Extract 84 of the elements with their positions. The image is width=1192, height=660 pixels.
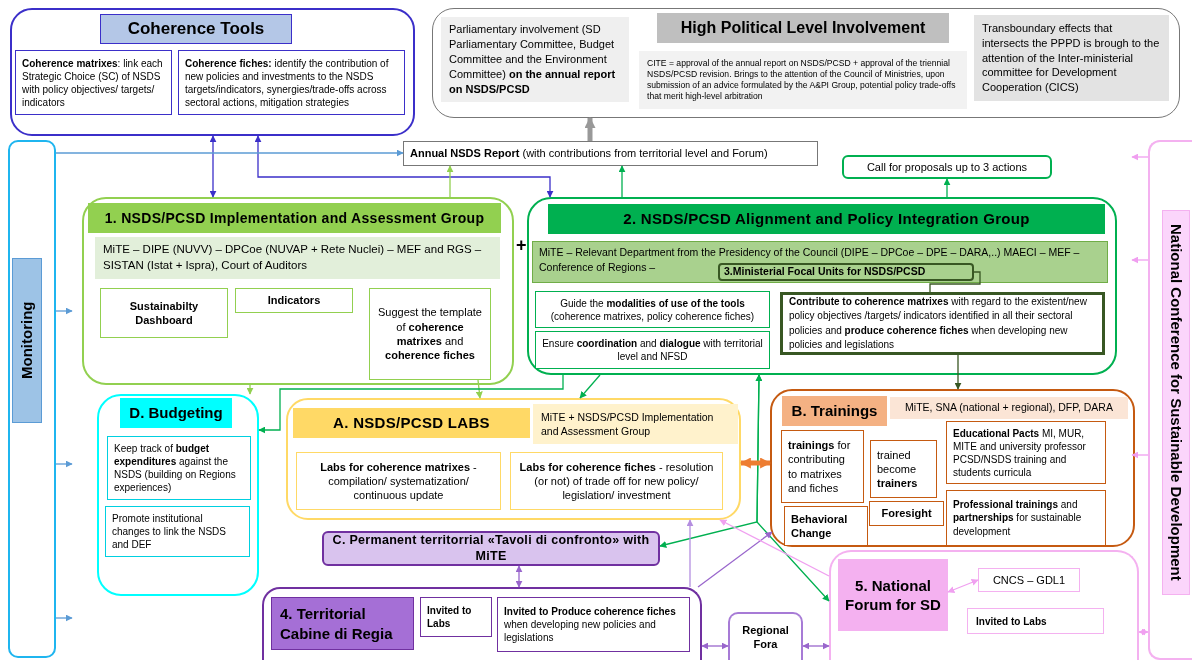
arrow — [579, 374, 601, 399]
arrow — [446, 165, 454, 198]
arrow — [254, 135, 554, 198]
arrow — [701, 642, 729, 650]
text-box: Invited to Labs — [420, 597, 492, 637]
text-box: Keep track of budget expenditures against the NSDS (building on Regions experiences) — [107, 436, 251, 500]
arrow — [1131, 153, 1149, 161]
text-box: Foresight — [869, 501, 944, 526]
text-box: Promote institutional changes to link the NSDS and DEF — [105, 506, 250, 557]
arrow — [584, 116, 596, 141]
panel-heading: B. Trainings — [782, 396, 887, 426]
text-box: Ensure coordination and dialogue with territorial level and NFSD — [535, 331, 770, 369]
member-list: MiTE – DIPE (NUVV) – DPCoe (NUVAP + Rete Nuclei) – MEF and RGS – SISTAN (Istat + Ispra), Court of Auditors — [95, 237, 500, 279]
arrow — [209, 135, 217, 198]
text-box: Call for proposals up to 3 actions — [842, 155, 1052, 179]
text-box: Annual NSDS Report (with contributions from territorial level and Forum) — [403, 141, 818, 166]
arrow — [55, 614, 73, 622]
political-panel — [432, 8, 1180, 118]
arrow — [686, 519, 694, 588]
text-box: Sustainabilty Dashboard — [100, 288, 228, 338]
text-block: Transboundary effects that intersects the PPPD is brough to the attention of the Inter-ministerial committee for Development Cooperation (CICS) — [974, 15, 1169, 101]
tools-panel — [10, 8, 415, 136]
panel-heading: High Political Level Involvement — [657, 13, 949, 43]
labs-panel — [286, 398, 741, 520]
text-box: Guide the modalities of use of the tools (coherence matrixes, policy coherence fiches) — [535, 291, 770, 328]
arrow — [1131, 451, 1149, 459]
text-block: CITE = approval of the annual report on NSDS/PCSD + approval of the triennial NSDS/PCSD revision. Brings to the attention of the Council of Ministries, upon submission of an advice formulated by the A&PI Group, potential policy trade-offs that merit high-level arbitration — [639, 51, 967, 109]
text-box: Suggest the template of coherence matrixes and coherence fiches — [369, 288, 491, 380]
text-box: Regional Fora — [728, 612, 803, 660]
member-list: MiTE, SNA (national + regional), DFP, DARA — [890, 397, 1128, 419]
vertical-label: Monitoring — [12, 258, 42, 423]
arrow — [246, 384, 254, 395]
panel-heading: 4. Territorial Cabine di Regia — [271, 597, 414, 650]
text-box: Indicators — [235, 288, 353, 313]
monitoring-frame — [8, 140, 56, 658]
arrow — [515, 565, 523, 588]
text-box: trainings for contributing to matrixes and fiches — [781, 430, 864, 503]
arrow — [802, 642, 830, 650]
text-box: Educational Pacts MI, MUR, MITE and university professor PCSD/NSDS training and students curricula — [946, 421, 1106, 484]
arrow — [55, 149, 404, 157]
forum-panel — [829, 550, 1139, 660]
text-box: Labs for coherence fiches - resolution (or not) of trade off for new policy/ legislation/ investment — [510, 452, 723, 510]
text-box: CNCS – GDL1 — [978, 568, 1080, 592]
arrow — [258, 374, 564, 434]
text-box: Behavioral Change — [784, 506, 868, 546]
text-box: trained become trainers — [870, 440, 937, 498]
panel-heading: D. Budgeting — [120, 398, 232, 428]
panel-heading: Coherence Tools — [100, 14, 292, 44]
panel-heading: 5. National Forum for SD — [838, 559, 948, 631]
panel-heading: A. NSDS/PCSD LABS — [293, 408, 530, 438]
member-list: MiTE + NSDS/PCSD Implementation and Assessment Group — [533, 404, 738, 444]
trainings-panel — [770, 389, 1135, 547]
arrow — [697, 531, 773, 588]
arrow — [719, 519, 830, 577]
text-box: Coherence fiches: identify the contribution of new policies and investments to the NSDS targets/indicators, synergies/trade-offs across sectoral actions, mitigation strategies — [178, 50, 405, 115]
group-heading: 1. NSDS/PCSD Implementation and Assessment Group — [88, 203, 501, 233]
text-box: Contribute to coherence matrixes with regard to the existent/new policy objectives /targets/ indicators identified in all their sectoral policies and produce coherence fiches when developing new policies and legislations — [780, 292, 1105, 355]
arrow — [1138, 628, 1149, 636]
arrow — [947, 579, 979, 593]
arrow — [475, 379, 483, 399]
arrow — [755, 374, 830, 602]
group-panel — [527, 197, 1117, 375]
plus-sign: + — [516, 236, 527, 254]
arrow — [943, 178, 951, 198]
callout-box: 3.Ministerial Focal Units for NSDS/PCSD — [718, 263, 974, 281]
vertical-label: National Conference for Sustainable Development — [1162, 210, 1190, 595]
arrow — [1131, 256, 1149, 264]
arrow — [954, 354, 962, 390]
text-box: Coherence matrixes: link each Strategic Choice (SC) of NSDS with policy objectives/ targets/ indicators — [15, 50, 172, 115]
heading-box: C. Permanent territorrial «Tavoli di confronto» with MiTE — [322, 531, 660, 566]
arrow — [55, 460, 73, 468]
group-panel — [82, 197, 514, 385]
text-box: Invited to Labs — [967, 608, 1104, 634]
text-block: Parliamentary involvement (SD Parliamentary Committee, Budget Committee and the Environment Committee) on the annual report on NSDS/PCSD — [441, 17, 629, 102]
arrow — [55, 307, 73, 315]
text-box: Labs for coherence matrixes - compilation/ systematization/ continuous update — [296, 452, 501, 510]
arrow — [618, 165, 626, 198]
text-box: Professional trainings and partnerships for sustainable development — [946, 490, 1106, 546]
budget-panel — [97, 394, 259, 596]
arrow — [739, 457, 772, 469]
group-heading: 2. NSDS/PCSD Alignment and Policy Integration Group — [548, 204, 1105, 234]
text-box: Invited to Produce coherence fiches when developing new policies and legislations — [497, 597, 690, 652]
conference-frame — [1148, 140, 1192, 660]
territorial-panel — [262, 587, 702, 660]
